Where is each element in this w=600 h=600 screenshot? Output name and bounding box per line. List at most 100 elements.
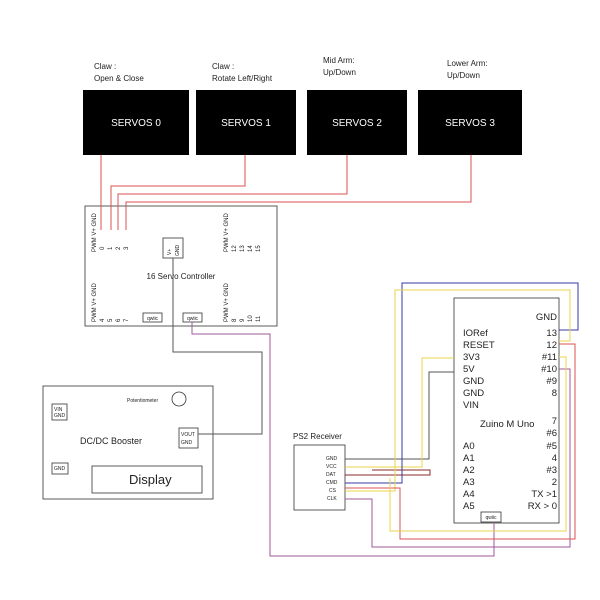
uno-pin-10: #10 bbox=[541, 364, 557, 375]
uno-pin-2: 2 bbox=[552, 477, 557, 488]
ps2-title: PS2 Receiver bbox=[293, 432, 342, 441]
controller-channel-15: 15 bbox=[256, 245, 262, 252]
uno-pin-a0: A0 bbox=[463, 441, 475, 452]
booster-vin-label: VIN bbox=[54, 407, 63, 413]
booster-gnd-label: GND bbox=[54, 466, 66, 472]
uno-pin-tx: TX >1 bbox=[531, 489, 557, 500]
servo-2: Mid Arm: Up/Down SERVOS 2 bbox=[307, 56, 407, 155]
servo-3-label: SERVOS 3 bbox=[445, 118, 495, 129]
servo-1-label: SERVOS 1 bbox=[221, 118, 271, 129]
booster-board bbox=[42, 385, 214, 500]
controller-qwiic-right-label: qwiic bbox=[187, 316, 199, 322]
controller-power-gnd: GND bbox=[175, 245, 181, 257]
servo-0: Claw : Open & Close SERVOS 0 bbox=[83, 62, 189, 155]
uno-pin-a4: A4 bbox=[463, 489, 475, 500]
uno-qwiic-label: qwiic bbox=[485, 515, 497, 521]
zuino-uno: IORef RESET 3V3 5V GND GND VIN A0 A1 A2 … bbox=[453, 297, 560, 524]
wire-ps2-gnd bbox=[345, 371, 454, 460]
controller-channel-5: 5 bbox=[108, 318, 114, 322]
uno-pin-5v: 5V bbox=[463, 364, 475, 375]
booster-vin-gnd-label: GND bbox=[54, 413, 66, 419]
uno-pin-a1: A1 bbox=[463, 453, 475, 464]
uno-qwiic bbox=[480, 511, 502, 523]
controller-channel-1: 1 bbox=[108, 246, 114, 250]
servo-0-caption-line2: Open & Close bbox=[94, 74, 144, 83]
wire-controller-power bbox=[172, 258, 263, 435]
controller-channel-0: 0 bbox=[100, 246, 106, 250]
booster-vout-gnd-label: GND bbox=[181, 440, 193, 446]
servo-2-label: SERVOS 2 bbox=[332, 118, 382, 129]
servo-3-box bbox=[418, 90, 522, 155]
controller-channel-11: 11 bbox=[256, 315, 262, 322]
controller-pin-header-br: PWM V+ GND bbox=[224, 282, 230, 322]
ps2-pin-clk: CLK bbox=[327, 496, 337, 502]
controller-channel-3: 3 bbox=[124, 246, 130, 250]
servo-0-label: SERVOS 0 bbox=[111, 118, 161, 129]
ps2-pin-gnd: GND bbox=[326, 456, 338, 462]
uno-pin-7: 7 bbox=[552, 416, 557, 427]
wire-ps2-vcc bbox=[345, 357, 454, 468]
wire-ps2-clk bbox=[345, 368, 571, 548]
display-label: Display bbox=[129, 472, 172, 487]
ps2-pin-cs: CS bbox=[329, 488, 337, 494]
servo-0-caption-line1: Claw : bbox=[94, 62, 116, 71]
controller-channel-2: 2 bbox=[116, 246, 122, 250]
dc-dc-booster: Potentiometer VIN GND DC/DC Booster VOUT… bbox=[42, 385, 214, 500]
uno-pin-a2: A2 bbox=[463, 465, 475, 476]
wire-ps2-cmd bbox=[345, 282, 579, 484]
uno-pin-11: #11 bbox=[542, 352, 557, 363]
booster-gnd-block bbox=[51, 462, 69, 475]
uno-pin-rx: RX > 0 bbox=[528, 501, 557, 512]
uno-pin-ioref: IORef bbox=[463, 328, 488, 339]
ps2-pin-vcc: VCC bbox=[326, 464, 337, 470]
servo-3-caption-line2: Up/Down bbox=[447, 71, 480, 80]
uno-pin-9: #9 bbox=[546, 376, 557, 387]
uno-pin-4: 4 bbox=[552, 453, 557, 464]
uno-pin-3: #3 bbox=[546, 465, 557, 476]
booster-vout-label: VOUT bbox=[181, 432, 195, 438]
servo-controller-board bbox=[84, 205, 278, 327]
uno-pin-13: 13 bbox=[546, 328, 557, 339]
uno-pin-gnd-1: GND bbox=[463, 376, 484, 387]
servo-1: Claw : Rotate Left/Right SERVOS 1 bbox=[196, 62, 296, 155]
servo-3-caption-line1: Lower Arm: bbox=[447, 59, 487, 68]
controller-channel-9: 9 bbox=[240, 318, 246, 322]
controller-pin-header-bl: PWM V+ GND bbox=[92, 282, 98, 322]
wire-yellow-return bbox=[389, 356, 567, 532]
uno-pin-5: #5 bbox=[546, 441, 557, 452]
controller-channel-7: 7 bbox=[124, 318, 130, 322]
controller-power-vplus: V+ bbox=[167, 249, 173, 255]
servo-1-caption-line1: Claw : bbox=[212, 62, 234, 71]
wire-servo-1 bbox=[110, 155, 246, 230]
controller-channel-14: 14 bbox=[248, 245, 254, 252]
uno-pin-reset: RESET bbox=[463, 340, 495, 351]
booster-potentiometer-label: Potentiometer bbox=[127, 398, 158, 404]
booster-title: DC/DC Booster bbox=[80, 436, 142, 446]
uno-pin-gnd-r: GND bbox=[536, 312, 557, 323]
controller-channel-12: 12 bbox=[232, 245, 238, 252]
servo-1-caption-line2: Rotate Left/Right bbox=[212, 74, 273, 83]
display-module bbox=[91, 465, 203, 494]
servo-2-caption-line1: Mid Arm: bbox=[323, 56, 355, 65]
servo-2-box bbox=[307, 90, 407, 155]
uno-board bbox=[453, 297, 560, 524]
servo-3: Lower Arm: Up/Down SERVOS 3 bbox=[418, 59, 522, 155]
wire-ps2-dat bbox=[345, 469, 431, 476]
wire-servo-2 bbox=[117, 155, 348, 230]
ps2-board bbox=[293, 444, 346, 511]
uno-pin-a5: A5 bbox=[463, 501, 475, 512]
controller-channel-10: 10 bbox=[248, 315, 254, 322]
wire-qwiic bbox=[191, 322, 495, 557]
uno-title: Zuino M Uno bbox=[480, 419, 534, 430]
uno-pin-8: 8 bbox=[552, 388, 557, 399]
ps2-pin-dat: DAT bbox=[326, 472, 336, 478]
servo-0-box bbox=[83, 90, 189, 155]
wire-ps2-cs bbox=[345, 289, 571, 492]
controller-pin-header-tl: PWM V+ GND bbox=[92, 212, 98, 252]
controller-channel-4: 4 bbox=[100, 318, 106, 322]
uno-pin-6: #6 bbox=[546, 428, 557, 439]
uno-pin-gnd-2: GND bbox=[463, 388, 484, 399]
wire-servo-3 bbox=[125, 155, 472, 230]
controller-channel-8: 8 bbox=[232, 318, 238, 322]
